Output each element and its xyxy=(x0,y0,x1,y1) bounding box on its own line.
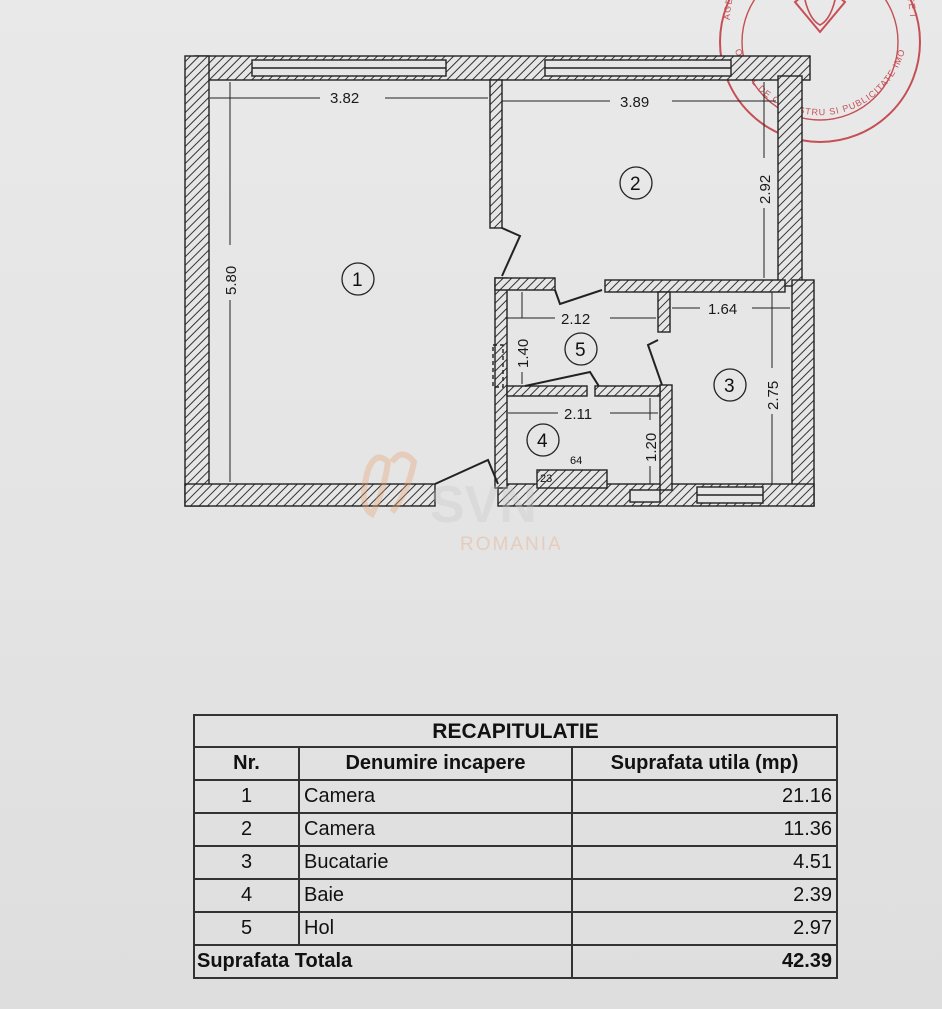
svg-text:AGENTIA NATIONALA DE CADASTRU: AGENTIA NATIONALA DE CADASTRU SI PUBLICI… xyxy=(0,0,918,20)
row-area: 2.97 xyxy=(570,911,839,946)
dim-room1-height: 5.80 xyxy=(223,266,240,295)
dim-room2-height: 2.92 xyxy=(757,175,774,204)
table-row: 3 Bucatarie 4.51 xyxy=(193,845,839,880)
dim-hol-height: 1.40 xyxy=(515,339,532,368)
watermark-country: ROMANIA xyxy=(460,534,563,555)
table-row: 1 Camera 21.16 xyxy=(193,779,839,814)
dim-baie-width: 2.11 xyxy=(564,406,592,423)
row-name: Hol xyxy=(298,911,573,946)
walls xyxy=(184,55,815,507)
row-area: 21.16 xyxy=(570,779,839,814)
room-markers: 1 2 3 4 5 xyxy=(341,166,747,457)
row-area: 2.39 xyxy=(570,878,839,913)
dim-bucatarie-height: 2.75 xyxy=(765,381,782,410)
recap-table: RECAPITULATIE Nr. Denumire incapere Supr… xyxy=(192,714,839,979)
table-row: 4 Baie 2.39 xyxy=(193,878,839,913)
room-number-5: 5 xyxy=(575,340,586,361)
floor-plan: OFICIUL DE CADASTRU SI PUBLICITATE IMOBI… xyxy=(0,0,921,555)
dimension-lines xyxy=(210,82,790,484)
row-nr: 2 xyxy=(193,812,300,847)
row-area: 11.36 xyxy=(570,812,839,847)
dim-hol-width: 2.12 xyxy=(561,311,590,328)
total-value: 42.39 xyxy=(570,944,839,979)
header-area: Suprafata utila (mp) xyxy=(570,746,839,781)
row-nr: 5 xyxy=(193,911,300,946)
total-row: Suprafata Totala 42.39 xyxy=(193,944,839,979)
dim-small-64: 64 xyxy=(570,455,582,467)
row-nr: 3 xyxy=(193,845,300,880)
total-label: Suprafata Totala xyxy=(193,944,573,979)
table-row: 5 Hol 2.97 xyxy=(193,911,839,946)
room-number-3: 3 xyxy=(724,376,735,397)
header-name: Denumire incapere xyxy=(298,746,573,781)
row-name: Baie xyxy=(298,878,573,913)
row-nr: 4 xyxy=(193,878,300,913)
dim-baie-height: 1.20 xyxy=(643,433,660,462)
row-name: Camera xyxy=(298,779,573,814)
row-area: 4.51 xyxy=(570,845,839,880)
recap-title: RECAPITULATIE xyxy=(192,714,839,748)
row-name: Camera xyxy=(298,812,573,847)
stamp-text-top: AGENTIA NATIONALA DE CADASTRU SI PUBLICI… xyxy=(0,0,917,20)
room-number-4: 4 xyxy=(537,431,548,452)
header-nr: Nr. xyxy=(193,746,300,781)
watermark: SVN ROMANIA xyxy=(360,451,563,555)
row-name: Bucatarie xyxy=(298,845,573,880)
dim-room1-width: 3.82 xyxy=(330,90,359,107)
dim-bucatarie-width: 1.64 xyxy=(708,301,737,318)
table-row: 2 Camera 11.36 xyxy=(193,812,839,847)
room-number-1: 1 xyxy=(352,270,363,291)
watermark-brand: SVN xyxy=(430,476,537,534)
dim-room2-width: 3.89 xyxy=(620,94,649,111)
row-nr: 1 xyxy=(193,779,300,814)
recap-header-row: Nr. Denumire incapere Suprafata utila (m… xyxy=(193,746,839,781)
room-number-2: 2 xyxy=(630,174,641,195)
dim-small-23: 23 xyxy=(540,473,552,485)
